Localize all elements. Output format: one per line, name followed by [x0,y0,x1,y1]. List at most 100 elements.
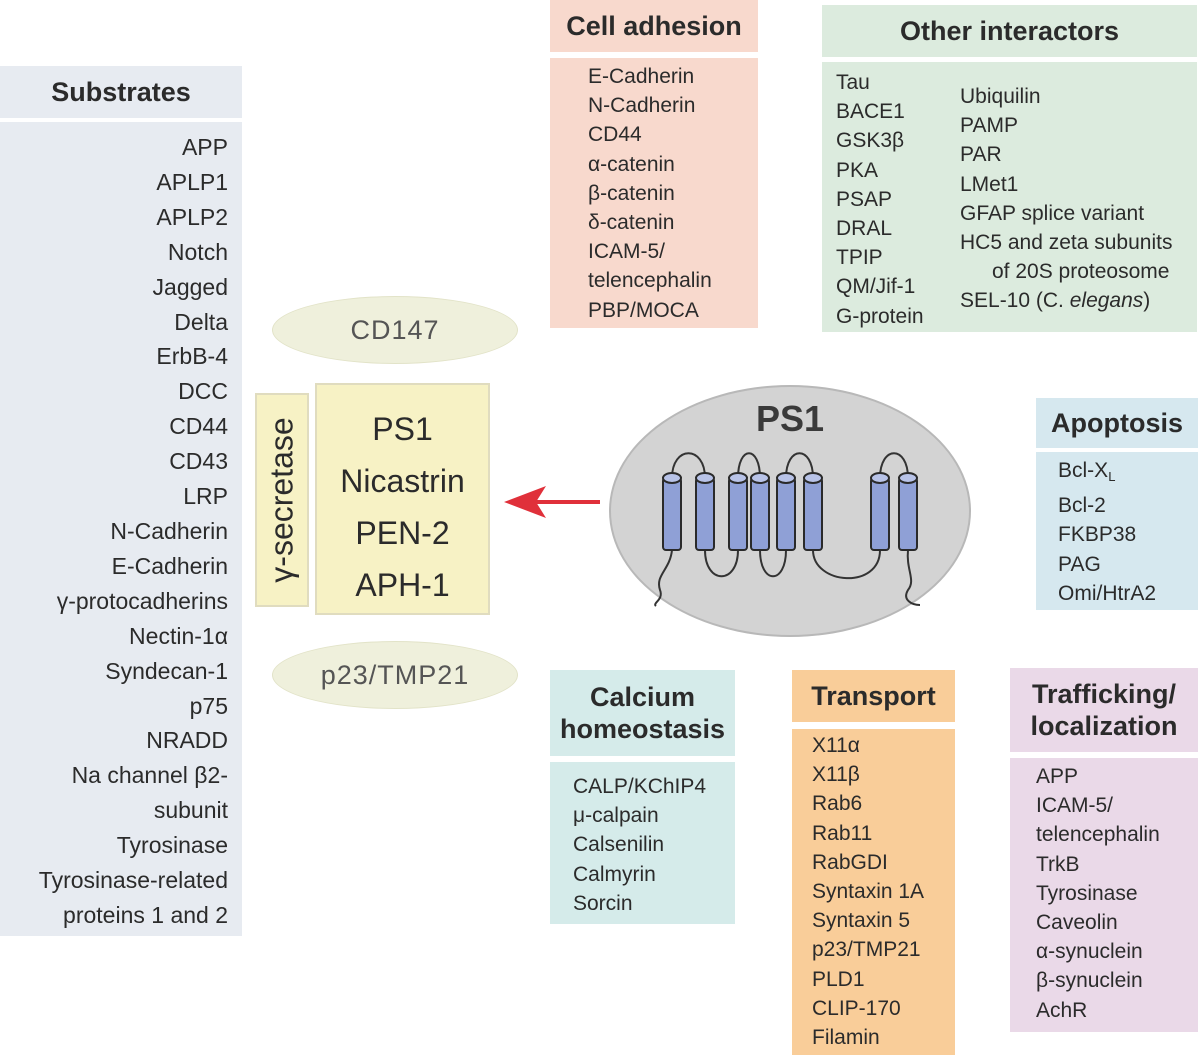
trafficking-header: Trafficking/ localization [1010,668,1198,752]
list-item: p75 [189,692,228,719]
list-item: APH-1 [355,567,450,603]
list-item: APLP2 [156,203,228,230]
other-interactors-title: Other interactors [899,16,1120,46]
list-item: APP [181,134,228,160]
list-item: G-protein [836,304,924,328]
list-item: HC5 and zeta subunits [960,231,1173,255]
list-item: PBP/MOCA [588,298,699,322]
list-item: α-synuclein [1036,940,1143,964]
list-item: Rab6 [812,792,863,816]
list-item: LRP [183,483,228,510]
list-item: Notch [167,238,228,265]
list-item: Syntaxin 5 [812,909,911,933]
list-item: GSK3β [836,129,905,153]
list-item: BACE1 [836,100,905,124]
cell-adhesion-header: Cell adhesion [550,0,758,52]
trafficking-title-line-2: localization [1030,711,1178,741]
gamma-secretase-label: γ-secretase [263,417,300,583]
list-item: E-Cadherin [111,552,228,579]
list-item: Tyrosinase-related [38,867,228,894]
arrow-to-secretase [504,486,600,518]
list-item: FKBP38 [1058,523,1137,547]
list-item: Syntaxin 1A [812,880,925,904]
list-item: Tyrosinase [116,832,228,859]
list-item: Rab11 [812,821,873,845]
list-item: PAMP [960,114,1018,138]
list-item: Calmyrin [573,862,656,886]
list-item: μ-calpain [573,804,659,828]
list-item: CD44 [588,123,642,147]
list-item: PAR [960,143,1002,167]
list-item: ICAM-5/ [1036,794,1114,818]
list-item: AchR [1036,998,1088,1022]
list-item: Nicastrin [340,463,465,499]
cd147-ellipse: CD147 [272,296,518,364]
list-item: ErbB-4 [156,343,228,370]
list-item: APP [1036,765,1079,788]
calcium-header: Calcium homeostasis [550,670,735,756]
list-item: Nectin-1α [129,622,228,649]
list-item: E-Cadherin [588,65,695,88]
list-item: Caveolin [1036,911,1118,935]
list-item: p23/TMP21 [812,938,921,962]
list-item: Ubiquilin [960,85,1041,108]
list-item: β-synuclein [1036,969,1143,993]
list-item: DRAL [836,217,893,241]
list-item: β-catenin [588,181,675,205]
list-item: Sorcin [573,891,633,915]
list-item: RabGDI [812,850,888,874]
list-item: of 20S proteosome [992,260,1170,284]
list-item: Syndecan-1 [105,657,228,684]
list-item: Tau [836,71,870,94]
transport-header: Transport [792,670,955,722]
substrates-header: Substrates [0,66,242,118]
list-item: subunit [153,797,228,824]
transport-title: Transport [811,681,936,711]
list-item: DCC [178,378,228,405]
list-item: APLP1 [156,168,228,195]
p23-ellipse: p23/TMP21 [272,641,518,709]
calcium-title-line-1: Calcium [589,682,696,712]
list-item: N-Cadherin [588,94,696,118]
list-item: TrkB [1036,852,1080,876]
calcium-title-line-2: homeostasis [559,714,726,744]
list-item: Omi/HtrA2 [1058,581,1157,605]
list-item-sel10: SEL-10 (C. elegans) [960,289,1151,313]
list-item: Bcl-2 [1058,494,1106,518]
list-item: CLIP-170 [812,996,901,1020]
list-item: Calsenilin [573,833,665,857]
list-item: PAG [1058,552,1101,576]
cell-adhesion-title: Cell adhesion [566,11,742,41]
list-item: X11β [812,763,860,787]
substrates-title: Substrates [51,77,191,107]
list-item: γ-protocadherins [56,587,228,614]
ps1-transmembrane-icon [654,452,921,607]
list-item: CALP/KChIP4 [573,775,707,798]
trafficking-title-line-1: Trafficking/ [1031,679,1177,709]
cd147-label: CD147 [350,314,440,345]
list-item: CD43 [169,448,228,475]
list-item: PS1 [372,411,433,447]
apoptosis-title: Apoptosis [1051,408,1183,438]
list-item: PEN-2 [355,515,450,551]
list-item: X11α [812,734,860,757]
apoptosis-header: Apoptosis [1036,398,1198,448]
list-item: Bcl-XL [1058,459,1116,484]
list-item: PSAP [836,187,893,211]
list-item: GFAP splice variant [960,201,1145,225]
list-item: Filamin [812,1026,880,1050]
list-item: QM/Jif-1 [836,275,916,299]
list-item: Delta [174,308,228,335]
list-item: TPIP [836,246,883,270]
list-item: CD44 [169,413,228,440]
list-item: proteins 1 and 2 [63,901,228,928]
other-interactors-header: Other interactors [822,5,1197,57]
list-item: ICAM-5/ [588,240,666,264]
